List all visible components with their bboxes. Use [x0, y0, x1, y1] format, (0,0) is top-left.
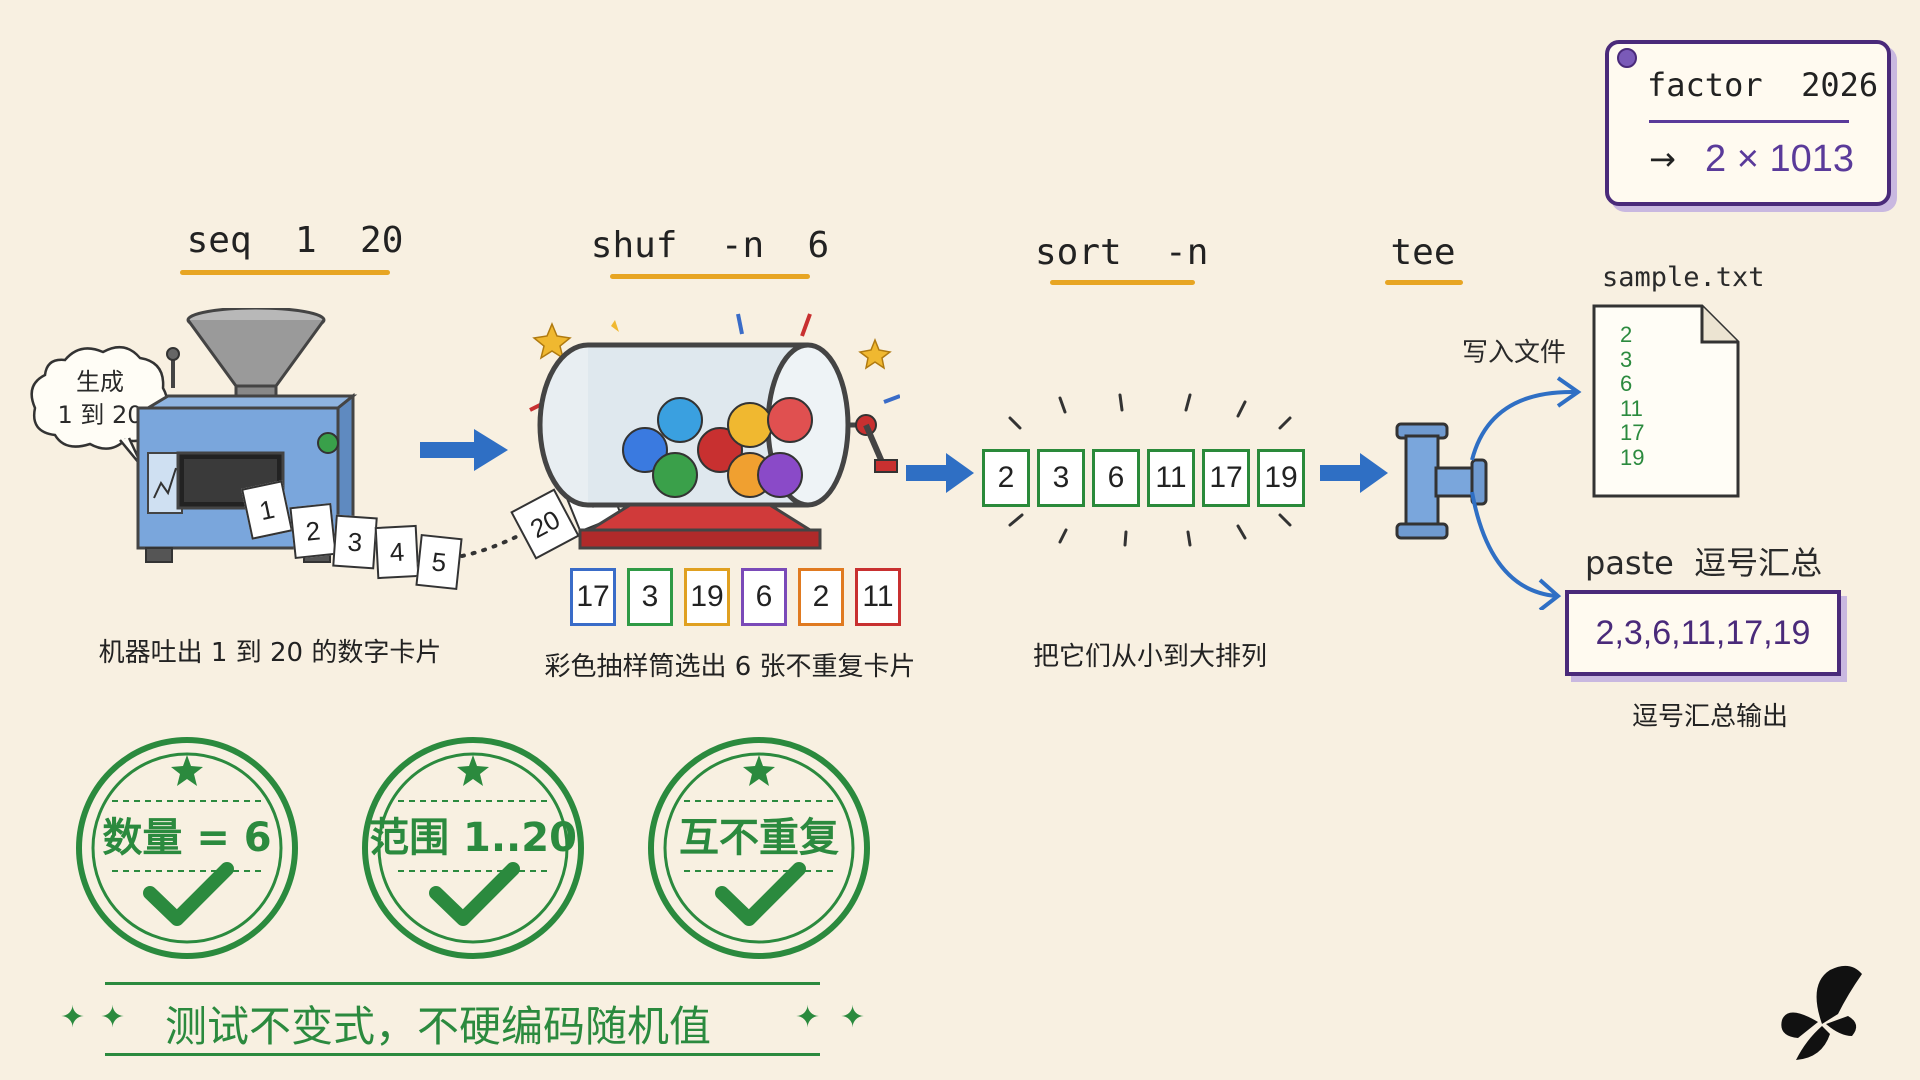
paste-caption: 逗号汇总输出 — [1631, 702, 1788, 732]
sparkle-icon: ✦ — [60, 1000, 86, 1035]
butterfly-logo-icon — [1781, 965, 1862, 1060]
shuf-card: 19 — [684, 568, 730, 626]
star-icon — [171, 755, 203, 786]
seq-card: 4 — [374, 524, 420, 580]
stamp-label: 范围 1..20 — [369, 815, 577, 861]
sort-caption: 把它们从小到大排列 — [1032, 642, 1267, 672]
pin-icon — [1617, 48, 1637, 68]
factor-result: 2 × 1013 — [1705, 138, 1854, 180]
seq-card: 3 — [332, 514, 378, 570]
sorted-card: 11 — [1147, 449, 1195, 507]
command-sort: sort -n — [1035, 232, 1209, 273]
command-seq-underline — [180, 270, 390, 275]
seq-caption: 机器吐出 1 到 20 的数字卡片 — [98, 638, 442, 668]
shuf-card: 6 — [741, 568, 787, 626]
file-line: 6 — [1620, 371, 1633, 396]
factor-divider — [1649, 120, 1849, 123]
sparkle-icon: ✦ — [100, 1000, 126, 1035]
file-line: 19 — [1620, 444, 1645, 470]
tee-pipe-icon — [1395, 422, 1488, 540]
check-stamp: 范围 1..20 — [362, 737, 584, 959]
write-file-label: 写入文件 — [1462, 338, 1567, 368]
star-icon — [457, 755, 489, 786]
dotted-trail — [460, 532, 524, 558]
shuf-card: 17 — [570, 568, 616, 626]
check-icon — [715, 862, 806, 926]
command-tee-underline — [1385, 280, 1463, 285]
sorted-card: 2 — [982, 449, 1030, 507]
star-icon — [743, 755, 775, 786]
stamp-label: 互不重复 — [679, 815, 839, 861]
file-line: 11 — [1620, 395, 1643, 421]
arrow-right-icon — [420, 429, 508, 471]
paste-output-box: 2,3,6,11,17,19 — [1565, 590, 1841, 676]
stamp-label: 数量 = 6 — [102, 815, 271, 861]
shuf-card: 2 — [798, 568, 844, 626]
factor-arrow: → — [1649, 140, 1676, 178]
file-line: 3 — [1620, 346, 1633, 372]
arrow-right-icon — [906, 453, 974, 493]
command-sort-underline — [1050, 280, 1195, 285]
check-stamp: 数量 = 6 — [76, 737, 298, 959]
seq-card: 2 — [289, 502, 337, 560]
sort-rays — [1008, 393, 1292, 547]
shuf-card: 3 — [627, 568, 673, 626]
file-name: sample.txt — [1602, 262, 1765, 293]
sorted-card: 3 — [1037, 449, 1085, 507]
bubble-line-1: 生成 — [76, 368, 124, 396]
file-icon — [1592, 304, 1740, 498]
command-tee: tee — [1390, 232, 1456, 273]
sorted-card: 17 — [1202, 449, 1250, 507]
file-line: 2 — [1620, 322, 1633, 347]
command-shuf: shuf -n 6 — [590, 225, 830, 266]
sparkle-icon: ✦ — [795, 1000, 821, 1035]
lottery-drum — [529, 313, 900, 550]
branch-arrows — [1470, 376, 1582, 610]
motto-bottom-line — [105, 1053, 820, 1056]
check-icon — [429, 862, 520, 926]
motto-text: 测试不变式，不硬编码随机值 — [165, 1002, 712, 1051]
paste-label: paste 逗号汇总 — [1585, 544, 1823, 582]
factor-command: factor 2026 — [1647, 66, 1879, 104]
sorted-card: 19 — [1257, 449, 1305, 507]
seq-card: 5 — [415, 533, 463, 591]
paste-output: 2,3,6,11,17,19 — [1595, 613, 1811, 652]
motto-top-line — [105, 982, 820, 985]
check-icon — [143, 862, 234, 926]
sparkle-icon: ✦ — [840, 1000, 866, 1035]
speech-bubble — [30, 345, 169, 469]
command-shuf-underline — [610, 274, 810, 279]
shuf-card: 11 — [855, 568, 901, 626]
factor-box: factor 2026 → 2 × 1013 — [1605, 40, 1891, 206]
arrow-right-icon — [1320, 453, 1388, 493]
sorted-card: 6 — [1092, 449, 1140, 507]
command-seq: seq 1 20 — [186, 220, 404, 261]
shuf-caption: 彩色抽样筒选出 6 张不重复卡片 — [544, 652, 916, 682]
check-stamp: 互不重复 — [648, 737, 870, 959]
bubble-line-2: 1 到 20 — [57, 401, 143, 429]
file-line: 17 — [1620, 420, 1645, 445]
